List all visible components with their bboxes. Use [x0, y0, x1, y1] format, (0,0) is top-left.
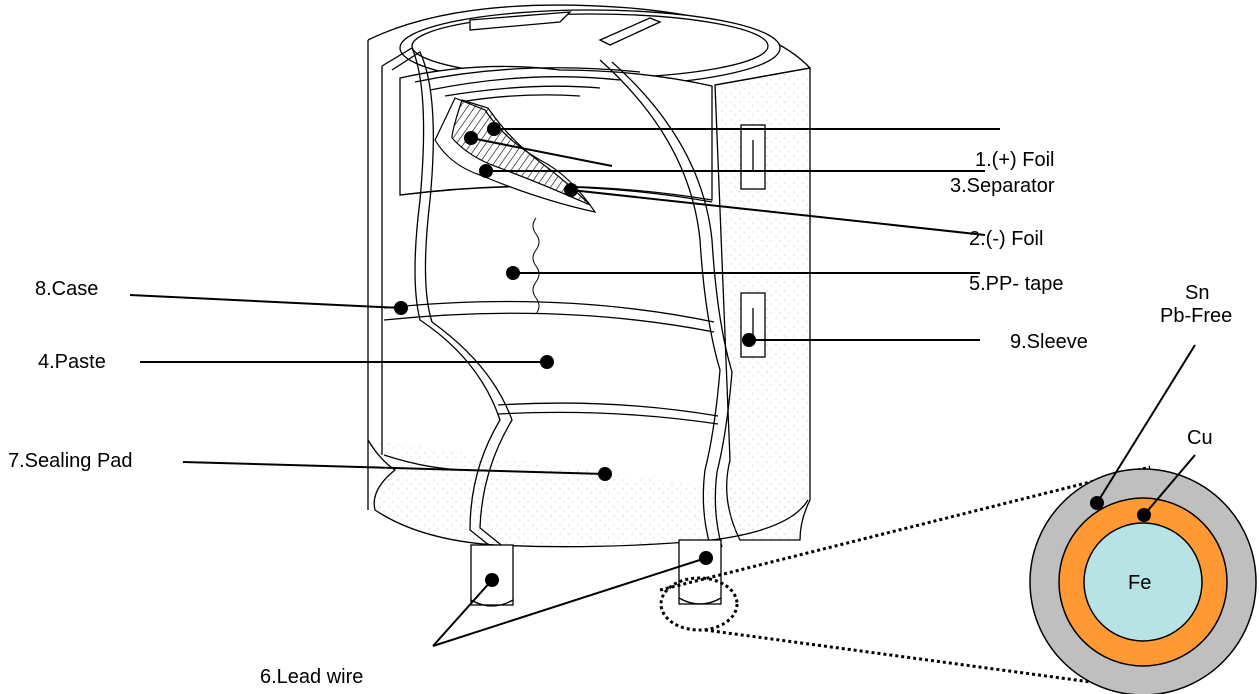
label-cu: Cu	[1187, 427, 1213, 449]
label-fe: Fe	[1128, 572, 1152, 594]
dot-pp-tape	[506, 266, 520, 280]
label-plus-foil: 1.(+) Foil	[975, 149, 1055, 171]
dot-case	[394, 301, 408, 315]
label-paste: 4.Paste	[38, 351, 106, 373]
dot-sn	[1090, 496, 1104, 510]
dot-separator-b	[479, 164, 493, 178]
dot-cu	[1137, 508, 1151, 522]
dot-minus-foil	[564, 183, 578, 197]
label-case: 8.Case	[35, 278, 99, 300]
dot-sleeve	[742, 333, 756, 347]
dot-paste	[540, 355, 554, 369]
label-sleeve: 9.Sleeve	[1010, 331, 1088, 353]
dot-separator-a	[464, 131, 478, 145]
label-separator: 3.Separator	[950, 175, 1055, 197]
dot-lead-left	[485, 573, 499, 587]
lead-wires	[470, 539, 722, 607]
dot-lead-right	[699, 551, 713, 565]
foil-cutaway	[434, 97, 597, 213]
label-pp-tape: 5.PP- tape	[969, 273, 1064, 295]
fe-core	[1083, 522, 1203, 642]
capacitor-body	[367, 4, 811, 551]
label-minus-foil: 2.(-) Foil	[969, 228, 1044, 250]
label-sn: Sn	[1185, 282, 1210, 304]
wire-cross-section	[1029, 468, 1257, 694]
dot-sealing-pad	[598, 467, 612, 481]
dot-plus-foil	[487, 122, 501, 136]
magnify-indicator	[659, 465, 1151, 692]
label-lead-wire: 6.Lead wire	[260, 666, 364, 688]
leader-lines	[129, 128, 1196, 647]
label-pb-free: Pb-Free	[1160, 305, 1233, 327]
callout-dots	[394, 122, 1151, 587]
label-sealing-pad: 7.Sealing Pad	[8, 450, 133, 472]
